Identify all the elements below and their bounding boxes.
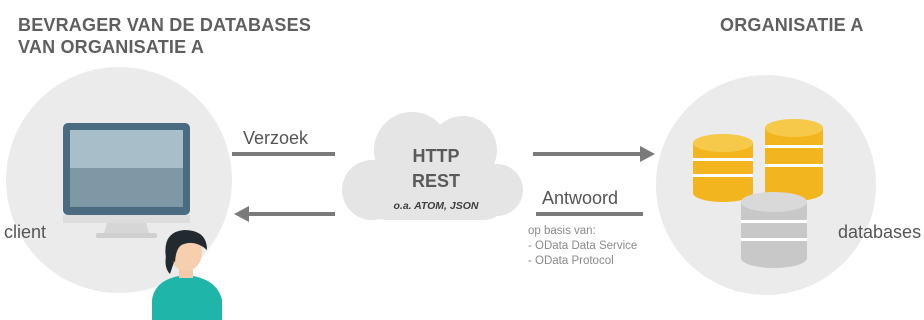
databases-label: databases: [838, 222, 922, 242]
left-heading-line-2: VAN ORGANISATIE A: [18, 37, 205, 57]
cloud-line-1: HTTP: [412, 146, 460, 166]
request-arrow-right: [533, 146, 655, 162]
basis-item: - OData Protocol: [528, 255, 614, 267]
cloud-shape: [342, 112, 523, 220]
request-arrow-left: [232, 152, 335, 156]
response-label: Antwoord: [542, 188, 619, 208]
client-label: client: [4, 222, 47, 242]
cloud-line-2: REST: [411, 171, 460, 191]
monitor-icon: [63, 123, 190, 238]
response-arrow-right: [536, 212, 643, 216]
cloud-content: HTTP REST o.a. ATOM, JSON: [384, 146, 488, 212]
person-icon: [152, 230, 222, 320]
right-heading: ORGANISATIE A: [720, 15, 864, 35]
cloud-note: o.a. ATOM, JSON: [393, 200, 479, 212]
database-gold-left-icon: [693, 134, 753, 202]
basis-intro: op basis van:: [528, 225, 596, 237]
left-heading: BEVRAGER VAN DE DATABASES VAN ORGANISATI…: [18, 14, 311, 58]
database-gold-right-icon: [765, 119, 823, 201]
basis-block: op basis van: - OData Data Service - ODa…: [528, 224, 637, 269]
database-gray-icon: [741, 192, 807, 268]
left-heading-line-1: BEVRAGER VAN DE DATABASES: [18, 15, 312, 35]
request-label: Verzoek: [243, 128, 309, 148]
response-arrow-left: [234, 206, 335, 222]
basis-item: - OData Data Service: [528, 240, 638, 252]
